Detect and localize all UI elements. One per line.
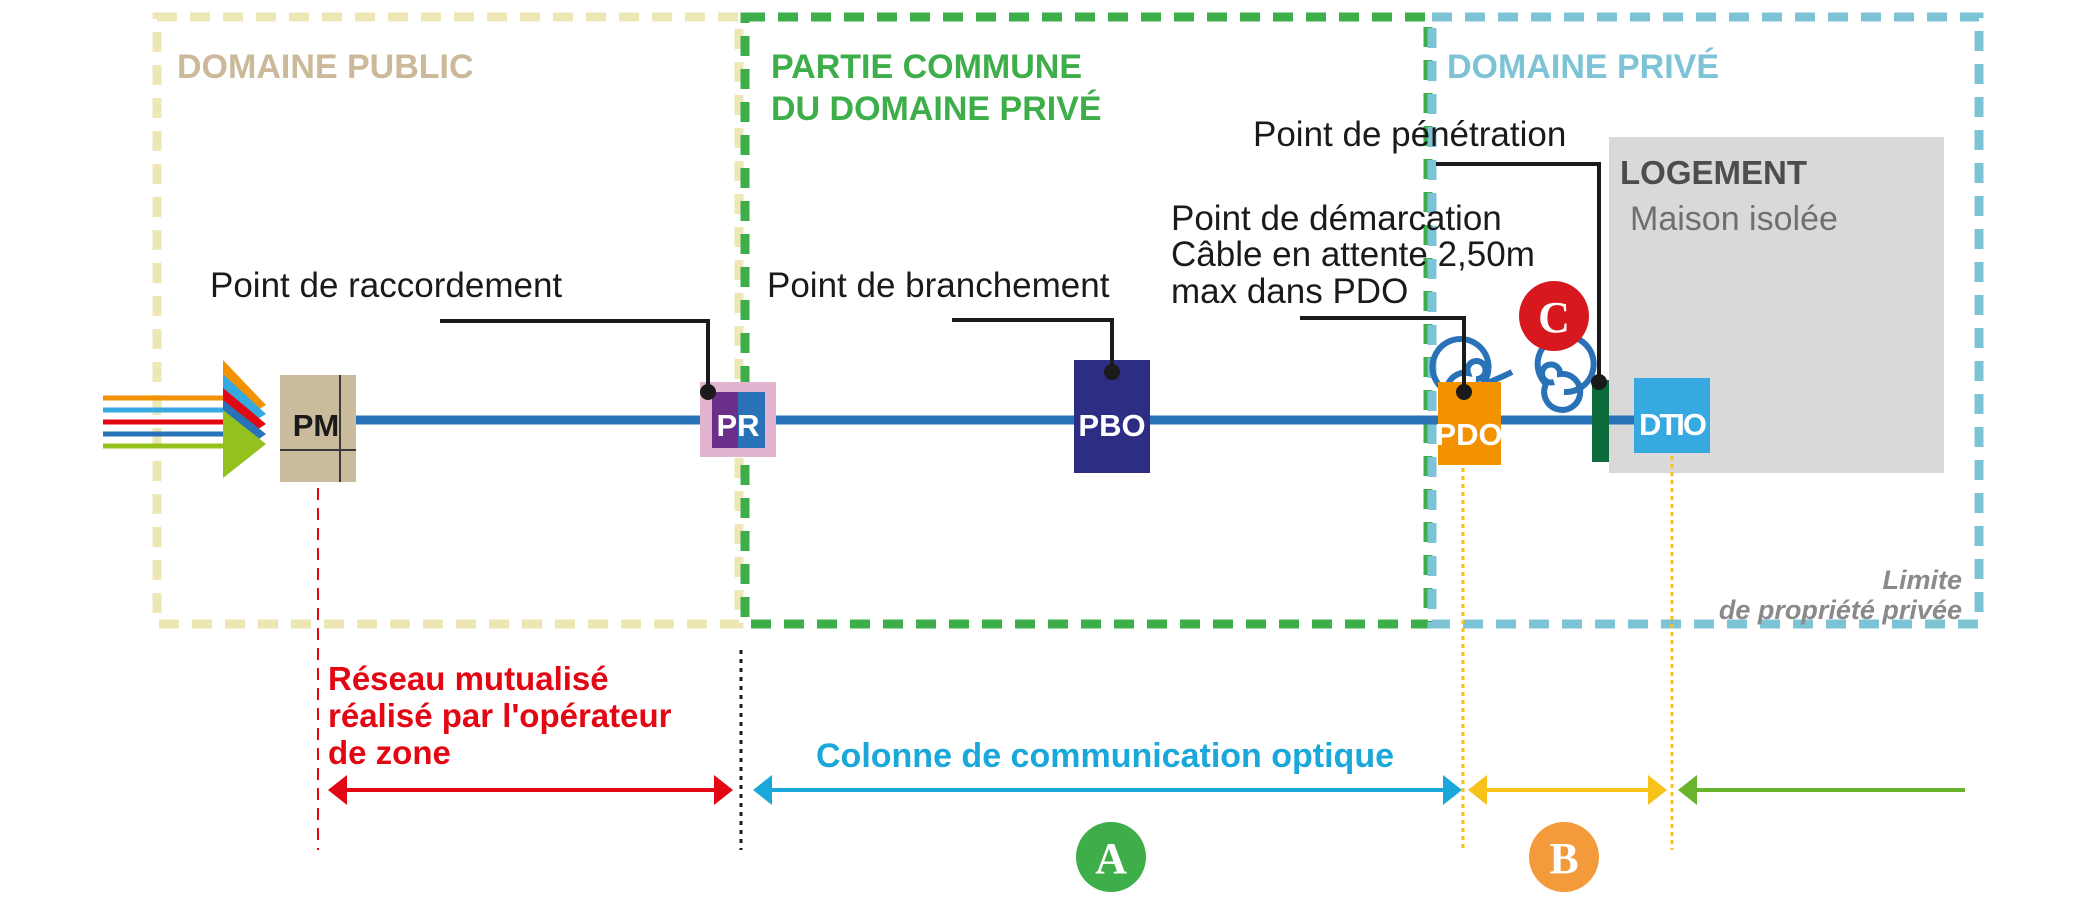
penetration-label: Point de pénétration [1253,115,1566,154]
partie-commune-zone [740,12,1433,629]
domaine-prive-zone [1427,12,1984,629]
callout-leaders [440,162,1601,392]
pr-label: PR [716,408,759,443]
badge-b: B [1529,822,1599,892]
branchement-label: Point de branchement [767,266,1110,305]
pr-box: PR [700,382,776,457]
dtio-box: DTIO [1634,378,1710,453]
raccordement-label: Point de raccordement [210,266,562,305]
reseau-label-line2: réalisé par l'opérateur [328,697,672,734]
penetration-point-bar [1592,380,1609,462]
badge-a-letter: A [1095,834,1127,883]
logement-arrow [1678,775,1965,805]
limite-label-line2: de propriété privée [1719,595,1962,625]
incoming-fibers [103,360,266,478]
pm-label: PM [293,408,340,443]
badge-c: C [1519,281,1589,351]
demarcation-label-line1: Point de démarcation [1171,199,1502,238]
pdo-box: PDO [1435,382,1503,465]
logement-title: LOGEMENT [1620,154,1807,191]
demarcation-label-line3: max dans PDO [1171,272,1408,311]
badge-c-letter: C [1538,293,1570,342]
reseau-arrow [328,775,733,805]
reseau-label-line3: de zone [328,734,451,771]
logement-subtitle: Maison isolée [1630,200,1838,238]
pbo-label: PBO [1078,408,1145,443]
colonne-label: Colonne de communication optique [816,737,1394,775]
domaine-prive-title: DOMAINE PRIVÉ [1447,48,1719,86]
domaine-public-title: DOMAINE PUBLIC [177,48,474,86]
demarcation-label-line2: Câble en attente 2,50m [1171,235,1535,274]
partie-commune-title-line2: DU DOMAINE PRIVÉ [771,90,1102,128]
callout-dots [700,364,1607,400]
badge-b-letter: B [1549,834,1578,883]
partie-commune-title-line1: PARTIE COMMUNE [771,48,1082,86]
reseau-label-line1: Réseau mutualisé [328,660,609,697]
limite-label-line1: Limite [1882,565,1962,595]
colonne-arrow [753,775,1462,805]
pdo-label: PDO [1435,417,1502,452]
pdo-dtio-arrow [1468,775,1667,805]
dtio-label: DTIO [1639,407,1706,442]
badge-a: A [1076,822,1146,892]
pm-box: PM [280,375,356,482]
